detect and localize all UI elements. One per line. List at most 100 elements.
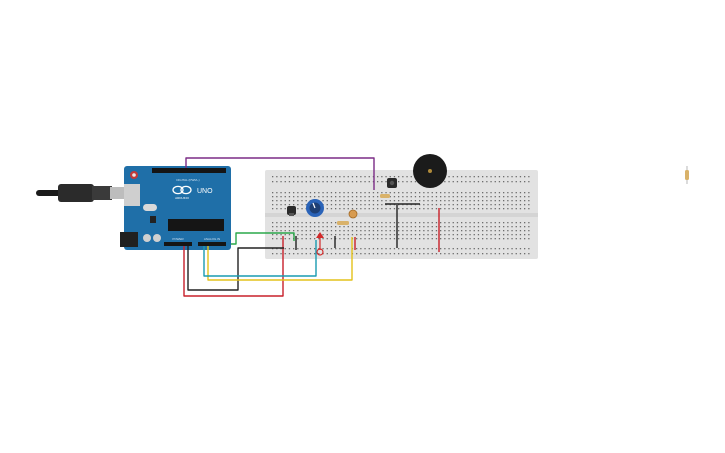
breadboard-hole — [423, 222, 425, 224]
breadboard-hole — [389, 200, 391, 202]
breadboard-hole — [381, 230, 383, 232]
breadboard-hole — [452, 196, 454, 198]
wire-yellow[interactable] — [207, 237, 353, 281]
breadboard-hole — [372, 234, 375, 236]
breadboard-hole — [398, 192, 400, 194]
breadboard-hole — [402, 222, 404, 224]
breadboard-hole — [498, 176, 501, 178]
breadboard-hole — [356, 181, 358, 183]
wire-teal[interactable] — [203, 240, 317, 277]
breadboard-hole — [414, 226, 417, 228]
breadboard-hole — [406, 208, 408, 210]
breadboard-hole — [343, 226, 345, 228]
resistor-1[interactable] — [380, 194, 390, 198]
breadboard-hole — [272, 196, 274, 198]
resistor-2[interactable] — [337, 221, 349, 225]
breadboard-hole — [511, 204, 513, 206]
breadboard-hole — [482, 204, 484, 206]
breadboard-hole — [309, 196, 312, 198]
breadboard-hole — [494, 200, 496, 202]
breadboard-hole — [486, 176, 488, 178]
breadboard-hole — [435, 208, 438, 210]
breadboard-hole — [381, 181, 383, 183]
breadboard-channel — [265, 213, 538, 217]
breadboard-hole — [511, 234, 513, 236]
wire-purple[interactable] — [185, 157, 375, 190]
breadboard-hole — [297, 181, 299, 183]
breadboard-hole — [339, 192, 341, 194]
breadboard-hole — [473, 204, 475, 206]
led[interactable] — [316, 232, 324, 256]
breadboard-hole — [402, 234, 404, 236]
breadboard-hole — [284, 204, 286, 206]
breadboard-hole — [301, 253, 303, 255]
breadboard-hole — [330, 208, 333, 210]
breadboard-hole — [461, 204, 463, 206]
potentiometer[interactable] — [306, 199, 324, 217]
breadboard-hole — [368, 230, 370, 232]
breadboard-hole — [276, 253, 278, 255]
breadboard-hole — [326, 248, 328, 250]
breadboard-hole — [272, 253, 274, 255]
breadboard-hole — [280, 253, 282, 255]
breadboard-hole — [272, 222, 274, 224]
breadboard-hole — [515, 222, 517, 224]
breadboard-hole — [356, 238, 358, 240]
wire-red[interactable] — [183, 236, 284, 297]
breadboard-hole — [440, 196, 442, 198]
wires[interactable] — [183, 157, 440, 297]
resistor-floating[interactable] — [685, 166, 689, 184]
breadboard-hole — [473, 181, 475, 183]
breadboard-hole — [528, 181, 530, 183]
breadboard-hole — [452, 176, 454, 178]
breadboard-hole — [414, 181, 417, 183]
breadboard-hole — [284, 192, 286, 194]
breadboard-hole — [272, 230, 274, 232]
breadboard-hole — [414, 196, 417, 198]
breadboard-hole — [322, 176, 324, 178]
breadboard-hole — [477, 230, 480, 232]
breadboard-hole — [490, 200, 492, 202]
breadboard-hole — [297, 222, 299, 224]
breadboard-hole — [524, 204, 526, 206]
wire-black[interactable] — [187, 246, 284, 291]
arduino-uno[interactable]: DIGITAL (PWM~) UNO ARDUINO POWER ANALOG … — [120, 166, 231, 250]
breadboard-hole — [473, 208, 475, 210]
breadboard-hole — [339, 248, 341, 250]
breadboard-hole — [393, 176, 396, 178]
breadboard-hole — [272, 226, 274, 228]
breadboard-hole — [309, 253, 312, 255]
breadboard-hole — [507, 248, 509, 250]
breadboard-hole — [427, 226, 429, 228]
breadboard-hole — [435, 204, 438, 206]
breadboard-hole — [343, 234, 345, 236]
breadboard-hole — [435, 248, 438, 250]
breadboard-hole — [272, 238, 274, 240]
breadboard-hole — [364, 234, 366, 236]
breadboard-hole — [398, 238, 400, 240]
breadboard-hole — [473, 234, 475, 236]
breadboard-hole — [330, 226, 333, 228]
breadboard-hole — [402, 230, 404, 232]
piezo-buzzer[interactable] — [413, 154, 447, 188]
wire-green[interactable] — [231, 232, 295, 245]
breadboard-hole — [364, 204, 366, 206]
breadboard-hole — [364, 208, 366, 210]
temperature-sensor[interactable] — [287, 206, 296, 216]
breadboard-hole — [524, 192, 526, 194]
usb-cable[interactable] — [36, 184, 128, 202]
breadboard-hole — [351, 226, 354, 228]
breadboard-hole — [377, 234, 379, 236]
breadboard-hole — [469, 181, 471, 183]
photoresistor[interactable] — [348, 209, 358, 219]
breadboard-hole — [381, 253, 383, 255]
breadboard-hole — [427, 204, 429, 206]
breadboard-hole — [511, 230, 513, 232]
breadboard-hole — [389, 176, 391, 178]
breadboard-hole — [293, 226, 295, 228]
pushbutton[interactable] — [387, 178, 397, 188]
breadboard-hole — [284, 226, 286, 228]
breadboard[interactable] — [265, 170, 538, 259]
breadboard-hole — [511, 208, 513, 210]
